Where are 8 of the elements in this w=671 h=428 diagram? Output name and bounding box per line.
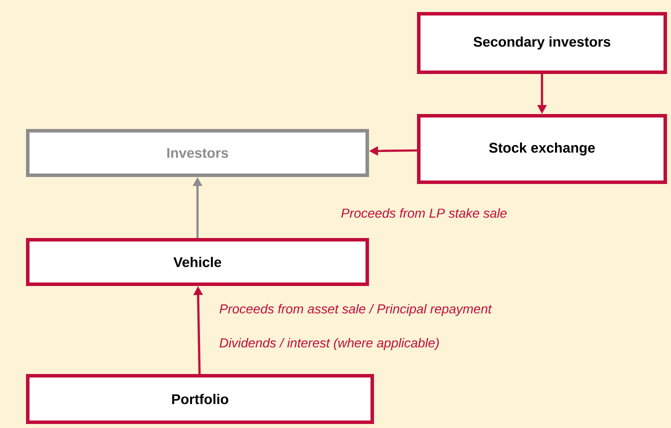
process-box: Investors xyxy=(26,129,369,177)
edge-label: Proceeds from LP stake sale xyxy=(341,208,507,218)
edge-label: Proceeds from asset sale / Principal repayment xyxy=(220,304,492,316)
process-box: Portfolio xyxy=(26,374,374,424)
process-box: Stock exchange xyxy=(417,114,667,184)
process-box: Secondary investors xyxy=(417,12,667,74)
label: Dividends / interest (where applicable) xyxy=(220,338,439,350)
process-box: Vehicle xyxy=(26,238,369,286)
